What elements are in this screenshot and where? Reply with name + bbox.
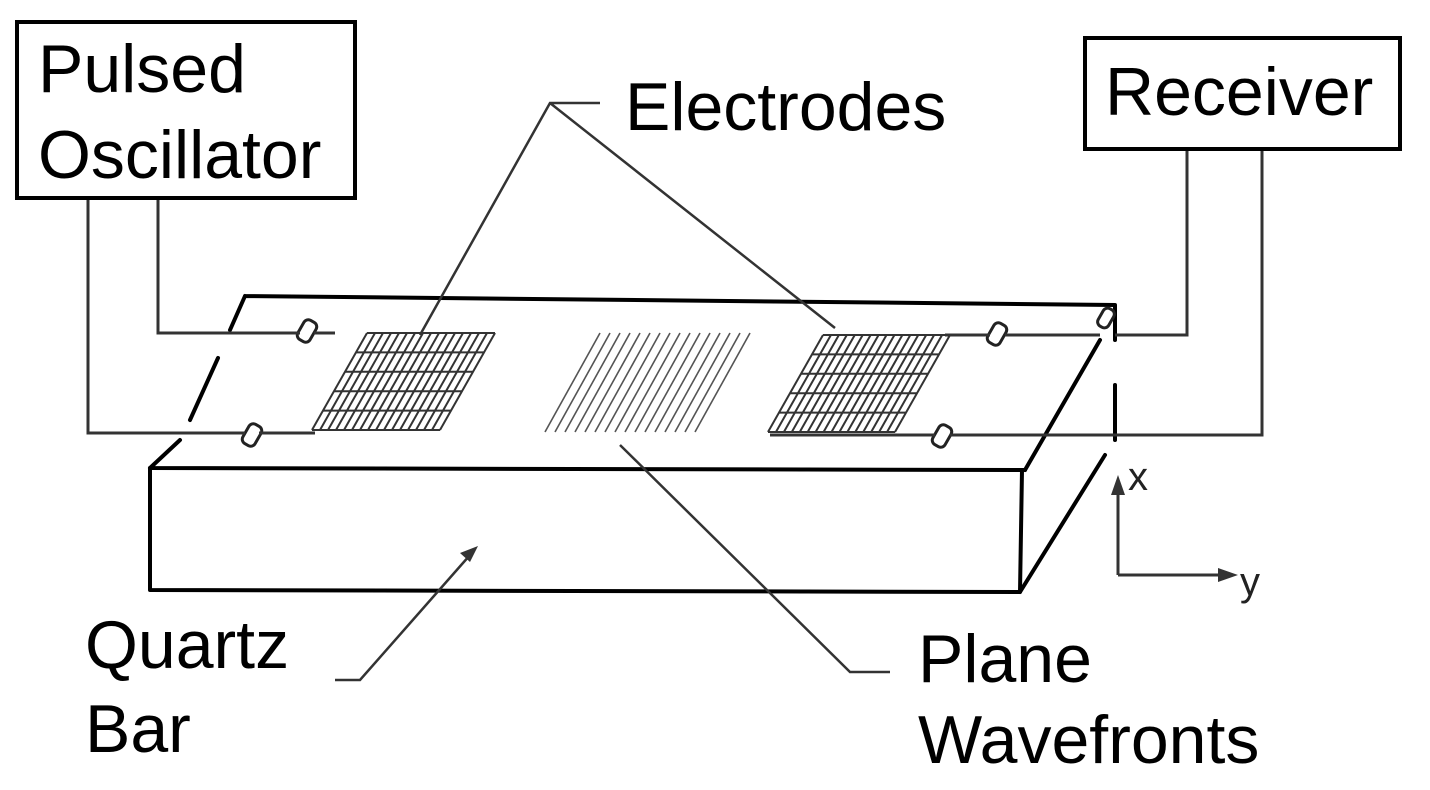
electrode-right-finger	[783, 334, 840, 433]
wavefront-line	[604, 332, 661, 433]
wavefront-line	[664, 332, 721, 433]
wavefront-line	[544, 332, 601, 433]
axis-y-arrow	[1218, 568, 1238, 582]
wavefront-line	[674, 332, 731, 433]
electrode-right-finger	[878, 334, 935, 433]
receiver-label: Receiver	[1105, 54, 1373, 130]
bar-side-edges	[1018, 338, 1107, 594]
pulsed-oscillator-box	[15, 20, 357, 200]
plane-wavefronts-lines	[544, 332, 751, 433]
electrode-right-finger	[814, 334, 872, 433]
electrode-left-finger	[431, 332, 488, 431]
pad-right-edge	[1096, 306, 1116, 330]
plane-wavefronts-label-line2: Wavefronts	[918, 702, 1259, 778]
wavefront-line	[594, 332, 651, 433]
receiver-box	[1083, 36, 1402, 151]
wavefront-line	[624, 332, 681, 433]
electrode-right-finger	[838, 334, 896, 433]
electrode-left-finger	[319, 332, 376, 431]
electrode-right-finger	[806, 334, 864, 433]
electrode-right-finger	[870, 334, 928, 433]
wavefront-line	[584, 332, 641, 433]
electrode-left-finger	[335, 332, 392, 431]
electrode-left-finger	[311, 332, 368, 431]
electrode-left-finger	[343, 332, 400, 431]
electrode-right-finger	[790, 334, 848, 433]
wire-receiver-bottom	[770, 150, 1264, 437]
pulsed-oscillator-label-line1: Pulsed	[38, 31, 246, 107]
electrode-left-finger	[367, 332, 424, 431]
electrode-left-finger	[359, 332, 416, 431]
electrode-left-finger	[351, 332, 408, 431]
electrode-right-finger	[862, 334, 920, 433]
leader-plane-wavefronts	[619, 444, 890, 674]
bar-front-face	[148, 466, 1024, 594]
pad-right-bottom	[930, 423, 954, 449]
contact-pads	[240, 306, 1116, 449]
electrode-left-finger	[391, 332, 448, 431]
electrode-right-finger	[767, 334, 824, 433]
axis-x-arrow	[1111, 475, 1125, 495]
wavefront-line	[564, 332, 621, 433]
pulsed-oscillator-label-line2: Oscillator	[38, 117, 321, 193]
electrode-left-finger	[407, 332, 464, 431]
electrode-left	[311, 332, 496, 431]
wavefront-line	[614, 332, 671, 433]
bar-top-face	[148, 294, 1117, 472]
plane-wavefronts-label-line1: Plane	[918, 621, 1092, 697]
leader-lines	[335, 101, 890, 682]
electrode-left-finger	[399, 332, 456, 431]
quartz-arrow-head	[460, 546, 478, 562]
electrode-right-finger	[886, 334, 943, 433]
electrode-right-finger	[798, 334, 856, 433]
quartz-bar-label-line2: Bar	[85, 691, 191, 767]
electrode-right	[767, 334, 951, 433]
wavefront-line	[644, 332, 701, 433]
electrode-left-finger	[375, 332, 432, 431]
electrode-left-finger	[423, 332, 480, 431]
wire-oscillator-bottom	[86, 198, 315, 435]
pad-left-top	[295, 318, 319, 344]
electrodes-label: Electrodes	[625, 69, 946, 145]
leader-quartz-bar	[335, 554, 471, 682]
electrode-left-finger	[383, 332, 440, 431]
electrode-right-finger	[846, 334, 904, 433]
electrode-right-finger	[775, 334, 832, 433]
leader-electrodes	[418, 101, 836, 336]
wavefront-line	[634, 332, 691, 433]
wire-oscillator-top	[156, 198, 335, 335]
wavefront-line	[554, 332, 611, 433]
electrode-right-finger	[854, 334, 912, 433]
axis-x-label: x	[1128, 455, 1148, 499]
electrode-right-finger	[830, 334, 888, 433]
electrode-right-finger	[894, 334, 951, 433]
pad-left-bottom	[240, 422, 264, 448]
electrode-left-finger	[415, 332, 472, 431]
electrode-right-finger	[822, 334, 880, 433]
wavefront-line	[574, 332, 631, 433]
axis-indicator: x y	[1111, 455, 1260, 604]
electrode-left-finger	[327, 332, 384, 431]
electrode-left-finger	[439, 332, 496, 431]
wavefront-line	[694, 332, 751, 433]
wire-receiver-top	[945, 150, 1189, 337]
quartz-bar	[148, 294, 1117, 594]
wavefront-line	[684, 332, 741, 433]
axis-y-label: y	[1240, 560, 1260, 604]
quartz-bar-label-line1: Quartz	[85, 607, 289, 683]
wires	[86, 150, 1264, 437]
wavefront-line	[654, 332, 711, 433]
pad-right-top	[985, 321, 1009, 347]
